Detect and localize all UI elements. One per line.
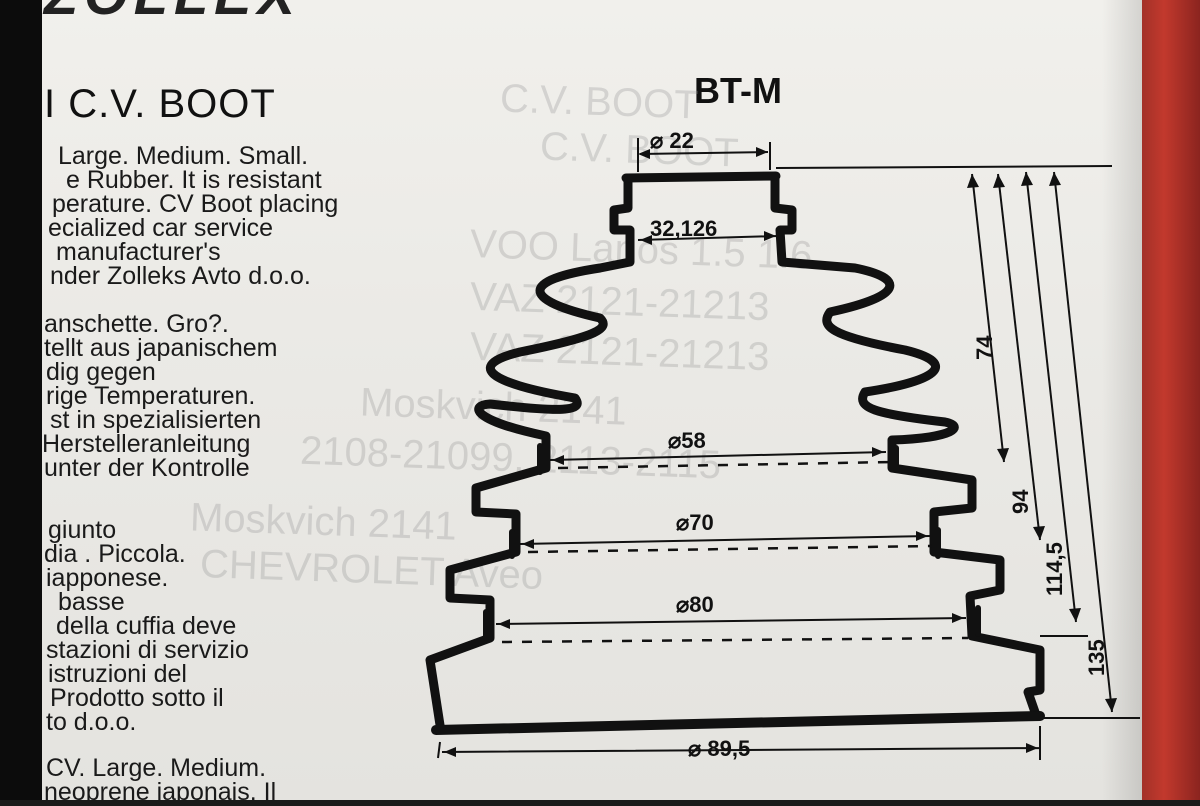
red-background-edge: [1140, 0, 1200, 800]
product-title: I C.V. BOOT: [44, 82, 276, 126]
boot-profile-left: [425, 173, 635, 730]
package-label: [42, 0, 1142, 800]
product-code: BT-M: [694, 70, 782, 111]
dim-diameter-80: ⌀80: [676, 592, 714, 617]
boot-top-rim: [621, 171, 781, 183]
text-german: anschette. Gro?. tellt aus japanischem d…: [42, 310, 278, 482]
dim-height-94: 94: [1008, 489, 1033, 514]
brand-logo: ZOLLEX: [44, 0, 301, 27]
left-dark-strip: [0, 0, 42, 800]
dim-diameter-70: ⌀70: [676, 510, 714, 535]
text-italian: giunto dia . Piccola. iapponese. basse d…: [44, 516, 249, 736]
dim-height-114-5: 114,5: [1042, 542, 1067, 596]
boot-base: [431, 711, 1045, 735]
boot-profile-right: [770, 173, 1045, 720]
dim-height-74: 74: [972, 335, 997, 360]
text-english: Large. Medium. Small. e Rubber. It is re…: [48, 142, 339, 290]
dim-base-diameter: ⌀ 89,5: [688, 736, 750, 761]
dim-height-135: 135: [1084, 639, 1109, 676]
dim-inner-diameter: 32,126: [650, 216, 717, 241]
dim-top-diameter: ⌀ 22: [650, 128, 694, 153]
dim-diameter-58: ⌀58: [668, 428, 706, 453]
